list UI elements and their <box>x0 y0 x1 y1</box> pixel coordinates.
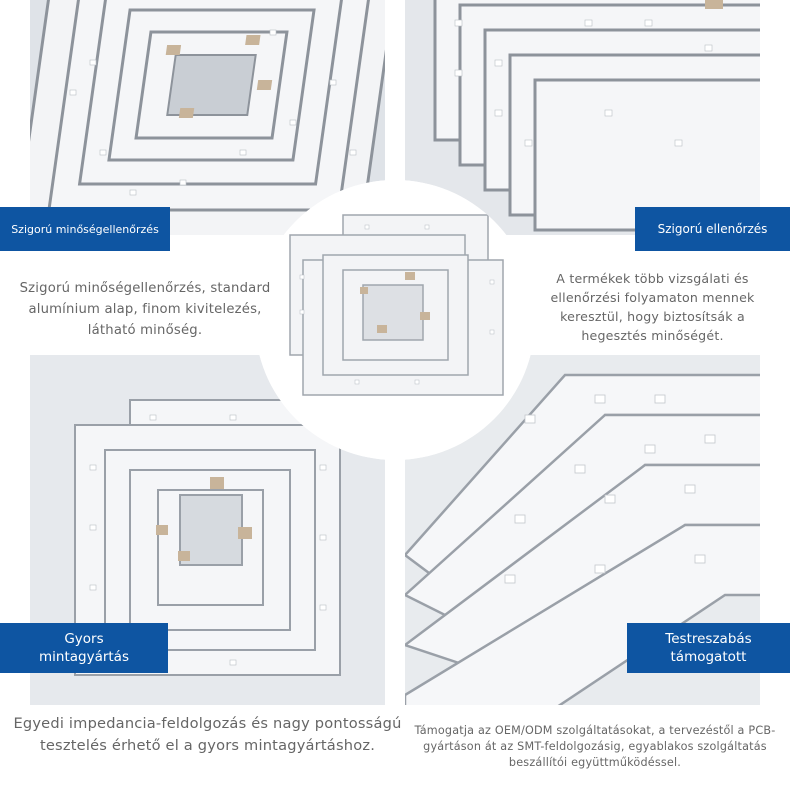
badge-fast-prototyping: Gyors mintagyártás <box>0 623 168 673</box>
caption-customization: Támogatja az OEM/ODM szolgáltatásokat, a… <box>414 724 776 769</box>
led-board-corner-image <box>405 0 760 235</box>
led-board-closeup-image <box>30 0 385 235</box>
caption-strict-inspection: A termékek több vizsgálati és ellenőrzés… <box>550 271 755 343</box>
badge-strict-inspection: Szigorú ellenőrzés <box>635 207 790 251</box>
caption-quality-control: Szigorú minőségellenőrzés, standard alum… <box>19 281 271 338</box>
photo-fast-prototyping <box>30 355 385 705</box>
led-board-full-image <box>30 355 385 705</box>
led-board-product-image <box>255 180 535 460</box>
badge-customization: Testreszabás támogatott <box>627 623 790 673</box>
badge-quality-control: Szigorú minőségellenőrzés <box>0 207 170 251</box>
caption-fast-prototyping: Egyedi impedancia-feldolgozás és nagy po… <box>13 715 402 754</box>
photo-quality-control <box>30 0 385 235</box>
photo-strict-inspection <box>405 0 760 235</box>
center-product-image <box>255 180 535 460</box>
